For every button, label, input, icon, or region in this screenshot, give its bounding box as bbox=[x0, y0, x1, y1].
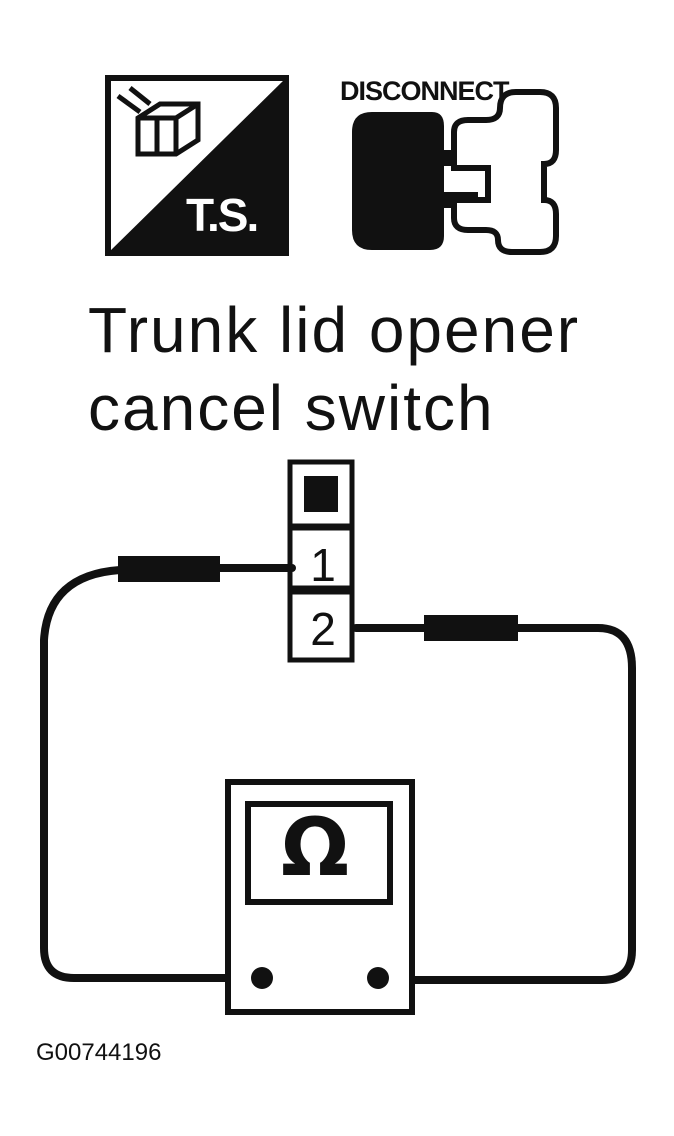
connector-pin-2: 2 bbox=[310, 603, 336, 655]
troubleshoot-icon bbox=[105, 75, 289, 256]
meter-terminal-right bbox=[367, 967, 389, 989]
switch-connector bbox=[287, 459, 355, 663]
ohm-symbol: Ω bbox=[280, 801, 349, 894]
disconnect-label: DISCONNECT bbox=[340, 76, 510, 106]
disconnect-connector-icon bbox=[352, 89, 559, 255]
probe-grip-right bbox=[424, 615, 518, 641]
probe-grip-left bbox=[118, 556, 220, 582]
connector-pin-1: 1 bbox=[310, 539, 336, 591]
component-title-line2: cancel switch bbox=[88, 372, 495, 444]
ohmmeter bbox=[225, 779, 415, 1015]
figure-id: G00744196 bbox=[36, 1039, 162, 1066]
test-leads bbox=[40, 564, 636, 984]
lead-wire-left bbox=[40, 566, 266, 982]
component-title-line1: Trunk lid opener bbox=[88, 294, 581, 366]
lead-wire-right bbox=[374, 624, 636, 984]
troubleshoot-label: T.S. bbox=[186, 189, 259, 241]
meter-terminal-left bbox=[251, 967, 273, 989]
